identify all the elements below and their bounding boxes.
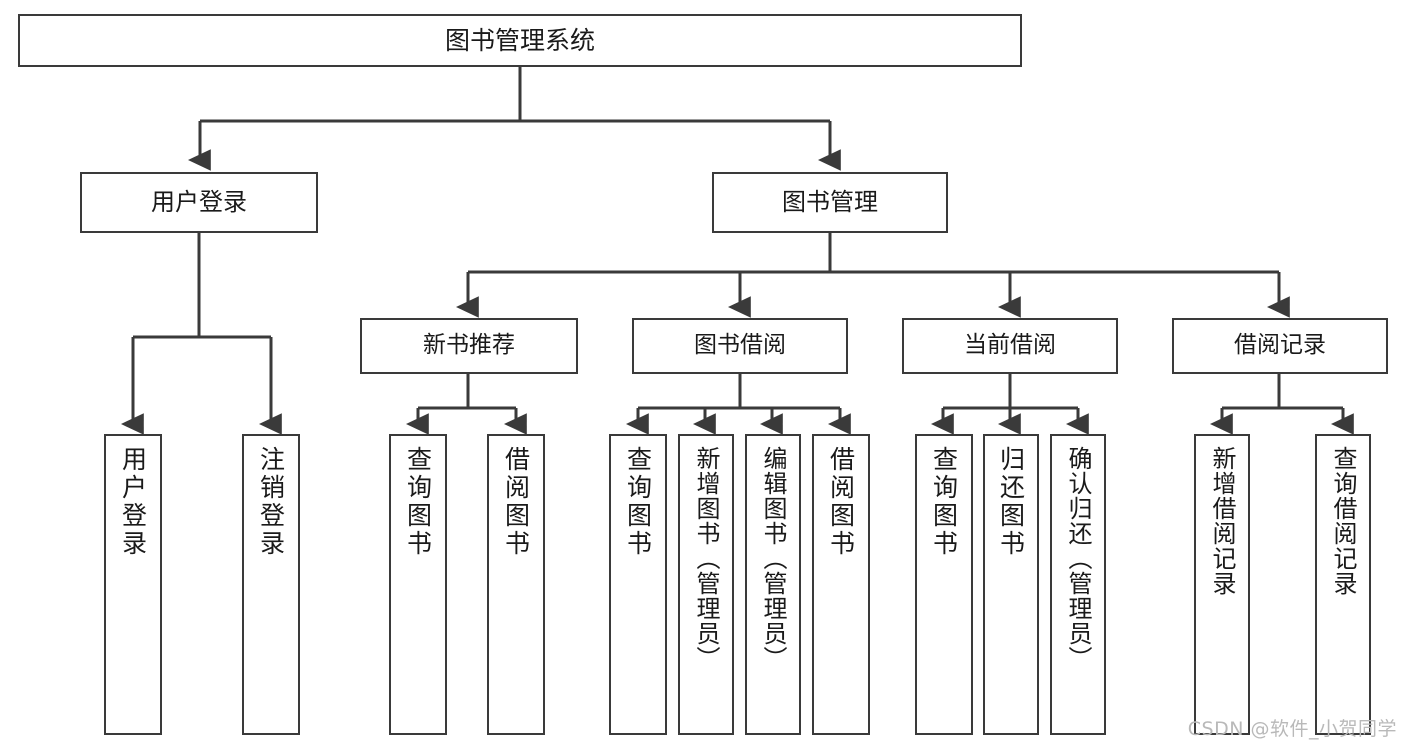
- leaf-confirm-return-admin[interactable]: 确认归还（管理员）: [1050, 434, 1106, 735]
- leaf-add-borrow-record[interactable]: 新增借阅记录: [1194, 434, 1250, 735]
- node-book-borrowing[interactable]: 图书借阅: [632, 318, 848, 374]
- node-label: 新书推荐: [423, 332, 515, 359]
- node-label: 查询图书: [403, 446, 433, 558]
- leaf-user-login[interactable]: 用户登录: [104, 434, 162, 735]
- node-label: 用户登录: [118, 446, 148, 558]
- node-label: 注销登录: [256, 446, 286, 558]
- leaf-query-book-recommendation[interactable]: 查询图书: [389, 434, 447, 735]
- csdn-watermark: CSDN @软件_小贺同学: [1187, 718, 1397, 740]
- node-label: 确认归还（管理员）: [1064, 446, 1092, 671]
- leaf-query-borrow-record[interactable]: 查询借阅记录: [1315, 434, 1371, 735]
- node-root-system[interactable]: 图书管理系统: [18, 14, 1022, 67]
- node-label: 查询借阅记录: [1329, 446, 1357, 596]
- leaf-edit-book-admin[interactable]: 编辑图书（管理员）: [745, 434, 801, 735]
- leaf-query-book-borrowing[interactable]: 查询图书: [609, 434, 667, 735]
- node-label: 图书管理: [782, 188, 878, 217]
- node-label: 借阅记录: [1234, 332, 1326, 359]
- leaf-query-book-current[interactable]: 查询图书: [915, 434, 973, 735]
- node-label: 归还图书: [996, 446, 1026, 558]
- node-label: 当前借阅: [964, 332, 1056, 359]
- node-label: 借阅图书: [501, 446, 531, 558]
- leaf-borrow-book-recommendation[interactable]: 借阅图书: [487, 434, 545, 735]
- leaf-return-book[interactable]: 归还图书: [983, 434, 1039, 735]
- node-label: 编辑图书（管理员）: [759, 446, 787, 671]
- node-new-book-recommendation[interactable]: 新书推荐: [360, 318, 578, 374]
- node-current-borrowing[interactable]: 当前借阅: [902, 318, 1118, 374]
- node-label: 新增图书（管理员）: [692, 446, 720, 671]
- leaf-borrow-book[interactable]: 借阅图书: [812, 434, 870, 735]
- node-label: 查询图书: [623, 446, 653, 558]
- node-label: 图书借阅: [694, 332, 786, 359]
- node-user-login[interactable]: 用户登录: [80, 172, 318, 233]
- node-label: 新增借阅记录: [1208, 446, 1236, 596]
- node-label: 查询图书: [929, 446, 959, 558]
- leaf-add-book-admin[interactable]: 新增图书（管理员）: [678, 434, 734, 735]
- node-book-management[interactable]: 图书管理: [712, 172, 948, 233]
- node-label: 图书管理系统: [444, 25, 595, 55]
- node-label: 借阅图书: [826, 446, 856, 558]
- node-label: 用户登录: [151, 188, 247, 217]
- leaf-logout[interactable]: 注销登录: [242, 434, 300, 735]
- node-borrowing-records[interactable]: 借阅记录: [1172, 318, 1388, 374]
